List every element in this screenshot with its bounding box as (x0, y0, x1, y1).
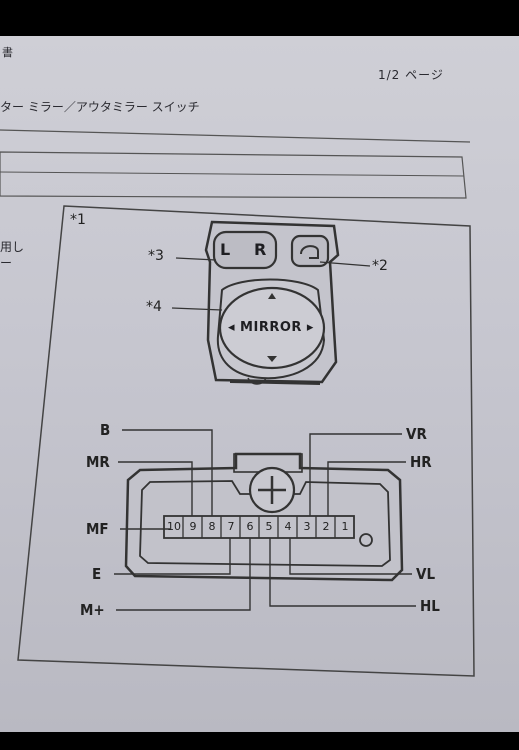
connector-key-hole (359, 533, 373, 547)
header-left-text: 書 (2, 46, 13, 59)
switch-base-line (229, 381, 321, 385)
header-rule (0, 129, 471, 143)
callout-3: *3 (148, 248, 164, 264)
pin-9: 9 (189, 520, 197, 533)
wire-label-mr: MR (86, 453, 110, 471)
pin-3: 3 (303, 520, 311, 533)
pin-4: 4 (284, 520, 292, 533)
wire-label-hl: HL (420, 597, 440, 615)
pin-6: 6 (246, 520, 254, 533)
leader-line-3 (175, 257, 217, 261)
fold-mirror-icon (300, 245, 319, 259)
mirror-label: ◂ MIRROR ▸ (228, 320, 314, 335)
wire-label-b: B (100, 421, 111, 439)
side-note-line-2: ー (0, 256, 13, 270)
pin-8: 8 (208, 520, 216, 533)
wire-label-hr: HR (410, 453, 432, 471)
pin-10: 10 (167, 520, 181, 533)
callout-4: *4 (146, 299, 162, 315)
figure-frame (17, 205, 475, 677)
wire-label-vl: VL (416, 565, 436, 583)
table-bar-divider (0, 171, 465, 177)
side-note-line-1: 用し (0, 240, 25, 254)
wire-label-m-plus: M+ (80, 601, 105, 619)
arrow-down-icon (267, 356, 277, 362)
pin-7: 7 (227, 520, 235, 533)
switch-right-label: R (254, 240, 267, 259)
connector-body (124, 452, 404, 582)
section-subtitle: ター ミラー／アウタミラー スイッチ (0, 100, 200, 114)
wire-label-vr: VR (406, 425, 427, 443)
leader-line-4 (171, 307, 223, 311)
figure-marker: *1 (70, 212, 86, 228)
callout-2: *2 (372, 258, 388, 274)
fold-button (290, 234, 330, 268)
leader-line-2 (319, 261, 371, 267)
page-indicator: 1/2 ページ (378, 68, 444, 82)
wire-label-e: E (92, 565, 102, 583)
pin-wires (114, 429, 416, 611)
arrow-up-icon (268, 293, 276, 299)
pin-1: 1 (341, 520, 349, 533)
pin-2: 2 (322, 520, 330, 533)
mirror-adjust-pad (218, 286, 326, 370)
table-bar (0, 151, 467, 199)
wire-label-mf: MF (86, 520, 109, 538)
pin-5: 5 (265, 520, 273, 533)
switch-left-label: L (220, 240, 231, 259)
mirror-switch-assembly (204, 220, 340, 385)
lr-selector-button (212, 230, 278, 270)
